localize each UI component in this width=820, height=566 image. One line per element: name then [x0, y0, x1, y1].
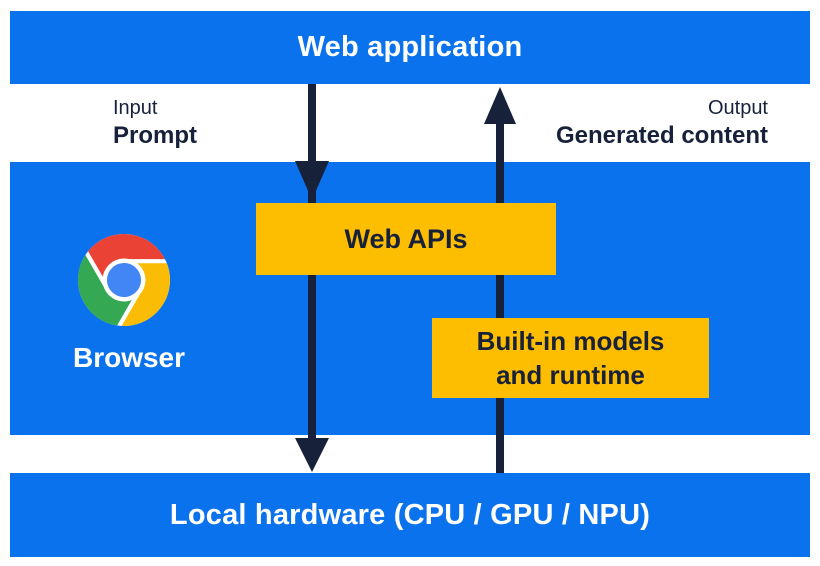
input-caption: Input — [113, 97, 158, 119]
local-hardware-bar: Local hardware (CPU / GPU / NPU) — [10, 473, 810, 557]
prompt-label: Prompt — [113, 122, 197, 149]
web-apis-label: Web APIs — [344, 223, 468, 254]
output-caption: Output — [707, 97, 768, 119]
web-apis-box: Web APIs — [256, 203, 556, 275]
web-application-bar: Web application — [10, 11, 810, 84]
local-hardware-label: Local hardware (CPU / GPU / NPU) — [169, 498, 651, 531]
web-application-label: Web application — [297, 31, 523, 63]
output-label-block: Output Generated content — [556, 96, 768, 150]
input-label-block: Input Prompt — [113, 96, 197, 150]
built-in-models-label-line2: and runtime — [496, 360, 645, 390]
built-in-models-label-line1: Built-in models — [476, 326, 665, 356]
chrome-browser-icon — [78, 234, 170, 326]
built-in-models-box: Built-in models and runtime — [432, 318, 709, 398]
browser-label: Browser — [72, 342, 186, 373]
generated-content-label: Generated content — [555, 122, 768, 149]
